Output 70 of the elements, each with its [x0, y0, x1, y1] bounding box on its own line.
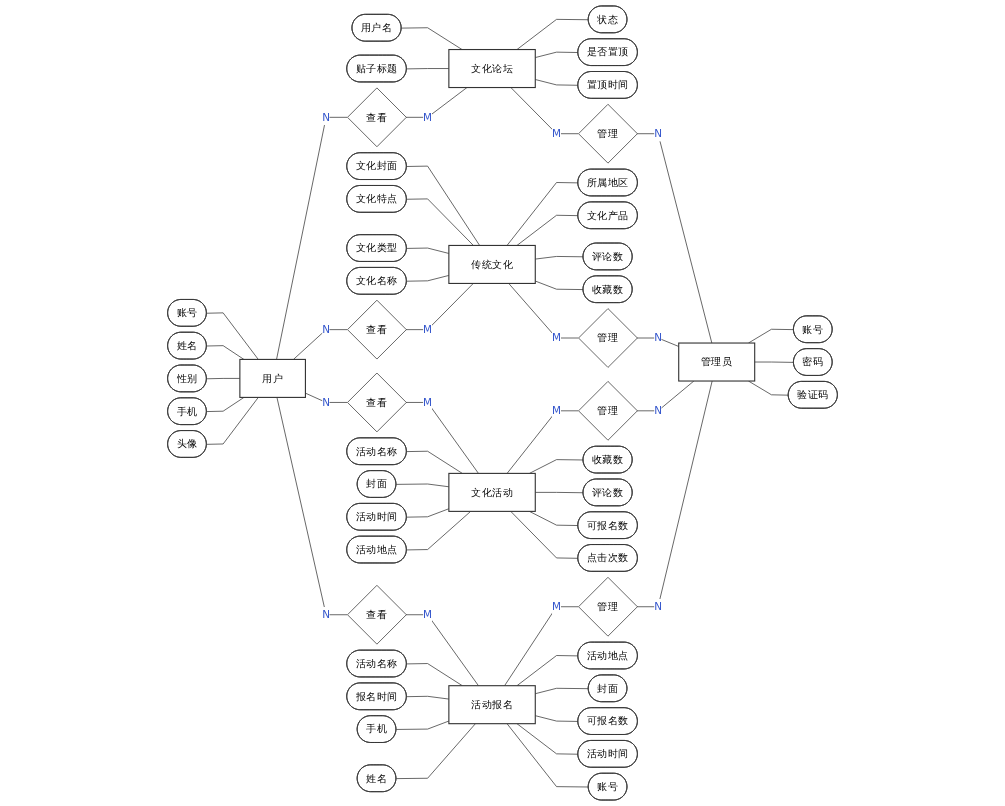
- node-diamond: 查看: [347, 584, 407, 645]
- edge-label: M: [552, 331, 562, 344]
- connector: [508, 283, 579, 339]
- connector: [534, 280, 584, 290]
- edge-label: N: [654, 127, 662, 140]
- node-box: 管理员: [678, 342, 756, 382]
- node-diamond: 管理: [578, 576, 638, 637]
- node-diamond: 管理: [578, 103, 638, 164]
- node-diamond: 管理: [578, 308, 638, 368]
- edge-label: N: [322, 110, 330, 123]
- connector: [395, 723, 476, 779]
- connector: [206, 397, 259, 445]
- connector: [506, 182, 579, 246]
- node-box: 传统文化: [448, 244, 536, 284]
- node-diamond: 查看: [347, 87, 407, 148]
- edge-label: M: [423, 608, 433, 621]
- connector: [516, 214, 579, 246]
- connector: [516, 655, 579, 687]
- node-box: 活动报名: [448, 685, 536, 725]
- edge-label: M: [423, 396, 433, 409]
- node-box: 用户: [239, 358, 306, 398]
- connector: [516, 723, 579, 755]
- connector: [406, 511, 471, 551]
- connector: [506, 723, 589, 788]
- connector: [276, 116, 348, 360]
- connector: [529, 511, 579, 526]
- connector: [406, 450, 463, 474]
- connector: [636, 380, 713, 608]
- connector: [206, 312, 259, 360]
- edge-label: M: [552, 404, 562, 417]
- connector: [405, 402, 479, 474]
- connector: [406, 508, 450, 518]
- connector: [406, 165, 480, 246]
- connector: [504, 606, 579, 687]
- edge-label: M: [552, 600, 562, 613]
- connector: [516, 19, 589, 50]
- connector: [636, 380, 695, 412]
- connector: [405, 283, 474, 330]
- node-box: 文化论坛: [448, 49, 536, 89]
- connector: [510, 511, 579, 559]
- edge-label: N: [654, 404, 662, 417]
- connector: [636, 133, 713, 344]
- connector: [506, 410, 579, 474]
- edge-label: M: [423, 110, 433, 123]
- node-box: 文化活动: [448, 472, 536, 512]
- edge-label: N: [654, 600, 662, 613]
- connector: [754, 361, 795, 363]
- connector: [405, 614, 479, 687]
- node-diamond: 查看: [347, 372, 407, 433]
- connector: [748, 328, 795, 344]
- connector: [748, 380, 789, 396]
- connector: [405, 87, 468, 118]
- edge-label: N: [322, 396, 330, 409]
- node-diamond: 管理: [578, 381, 638, 441]
- edge-label: N: [654, 331, 662, 344]
- edge-label: M: [552, 127, 562, 140]
- connector: [206, 345, 245, 360]
- connector: [406, 198, 474, 246]
- connector: [529, 459, 584, 474]
- connector: [401, 27, 463, 50]
- edge-label: N: [322, 323, 330, 336]
- connector: [293, 329, 348, 360]
- edge-label: N: [322, 608, 330, 621]
- connector: [395, 720, 450, 730]
- edge-label: M: [423, 323, 433, 336]
- connector: [276, 397, 348, 616]
- connector: [206, 397, 245, 412]
- connector: [510, 87, 579, 135]
- node-diamond: 查看: [347, 299, 407, 360]
- connector: [406, 663, 463, 687]
